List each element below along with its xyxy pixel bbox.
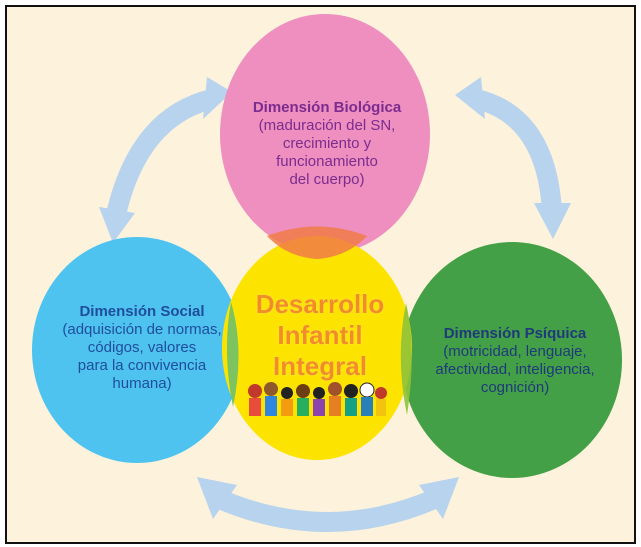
arrow-social-psiquica-head-left: [197, 477, 237, 519]
desc-dimension-biologica: (maduración del SN, crecimiento y funcio…: [258, 117, 396, 188]
desc-dimension-psiquica: (motricidad, lenguaje, afectividad, inte…: [435, 343, 595, 396]
diagram-frame: Dimensión Biológica (maduración del SN, …: [5, 5, 636, 544]
title-dimension-biologica: Dimensión Biológica: [252, 99, 402, 116]
arrow-bio-psiquica-head-bottom: [534, 203, 571, 239]
label-dimension-biologica: Dimensión Biológica (maduración del SN, …: [227, 99, 427, 189]
arrows-group: [99, 77, 571, 532]
center-title: Desarrollo Infantil Integral: [255, 289, 385, 381]
arrow-social-psiquica-head-right: [419, 477, 459, 519]
arrow-bio-psiquica: [474, 89, 562, 213]
children-illustration: [248, 382, 387, 416]
label-dimension-psiquica: Dimensión Psíquica (motricidad, lenguaje…: [415, 325, 615, 397]
arrow-bio-social: [105, 89, 215, 222]
overlap-center-psiquica: [400, 303, 412, 415]
arrow-bio-social-head-top: [203, 77, 232, 119]
title-dimension-psiquica: Dimensión Psíquica: [443, 325, 587, 342]
overlap-center-social: [226, 302, 239, 407]
arrow-bio-psiquica-head-top: [455, 77, 485, 119]
desc-dimension-social: (adquisición de normas, códigos, valores…: [62, 321, 222, 392]
circle-psiquica: [402, 242, 622, 478]
arrow-bio-social-head-bottom: [99, 207, 135, 243]
label-dimension-social: Dimensión Social (adquisición de normas,…: [37, 303, 247, 393]
circle-biologica: [220, 14, 430, 254]
arrow-social-psiquica: [210, 487, 444, 532]
diagram-canvas: [32, 14, 622, 532]
title-dimension-social: Dimensión Social: [79, 303, 205, 320]
circle-social: [32, 237, 242, 463]
overlap-center-biologica: [267, 226, 367, 259]
